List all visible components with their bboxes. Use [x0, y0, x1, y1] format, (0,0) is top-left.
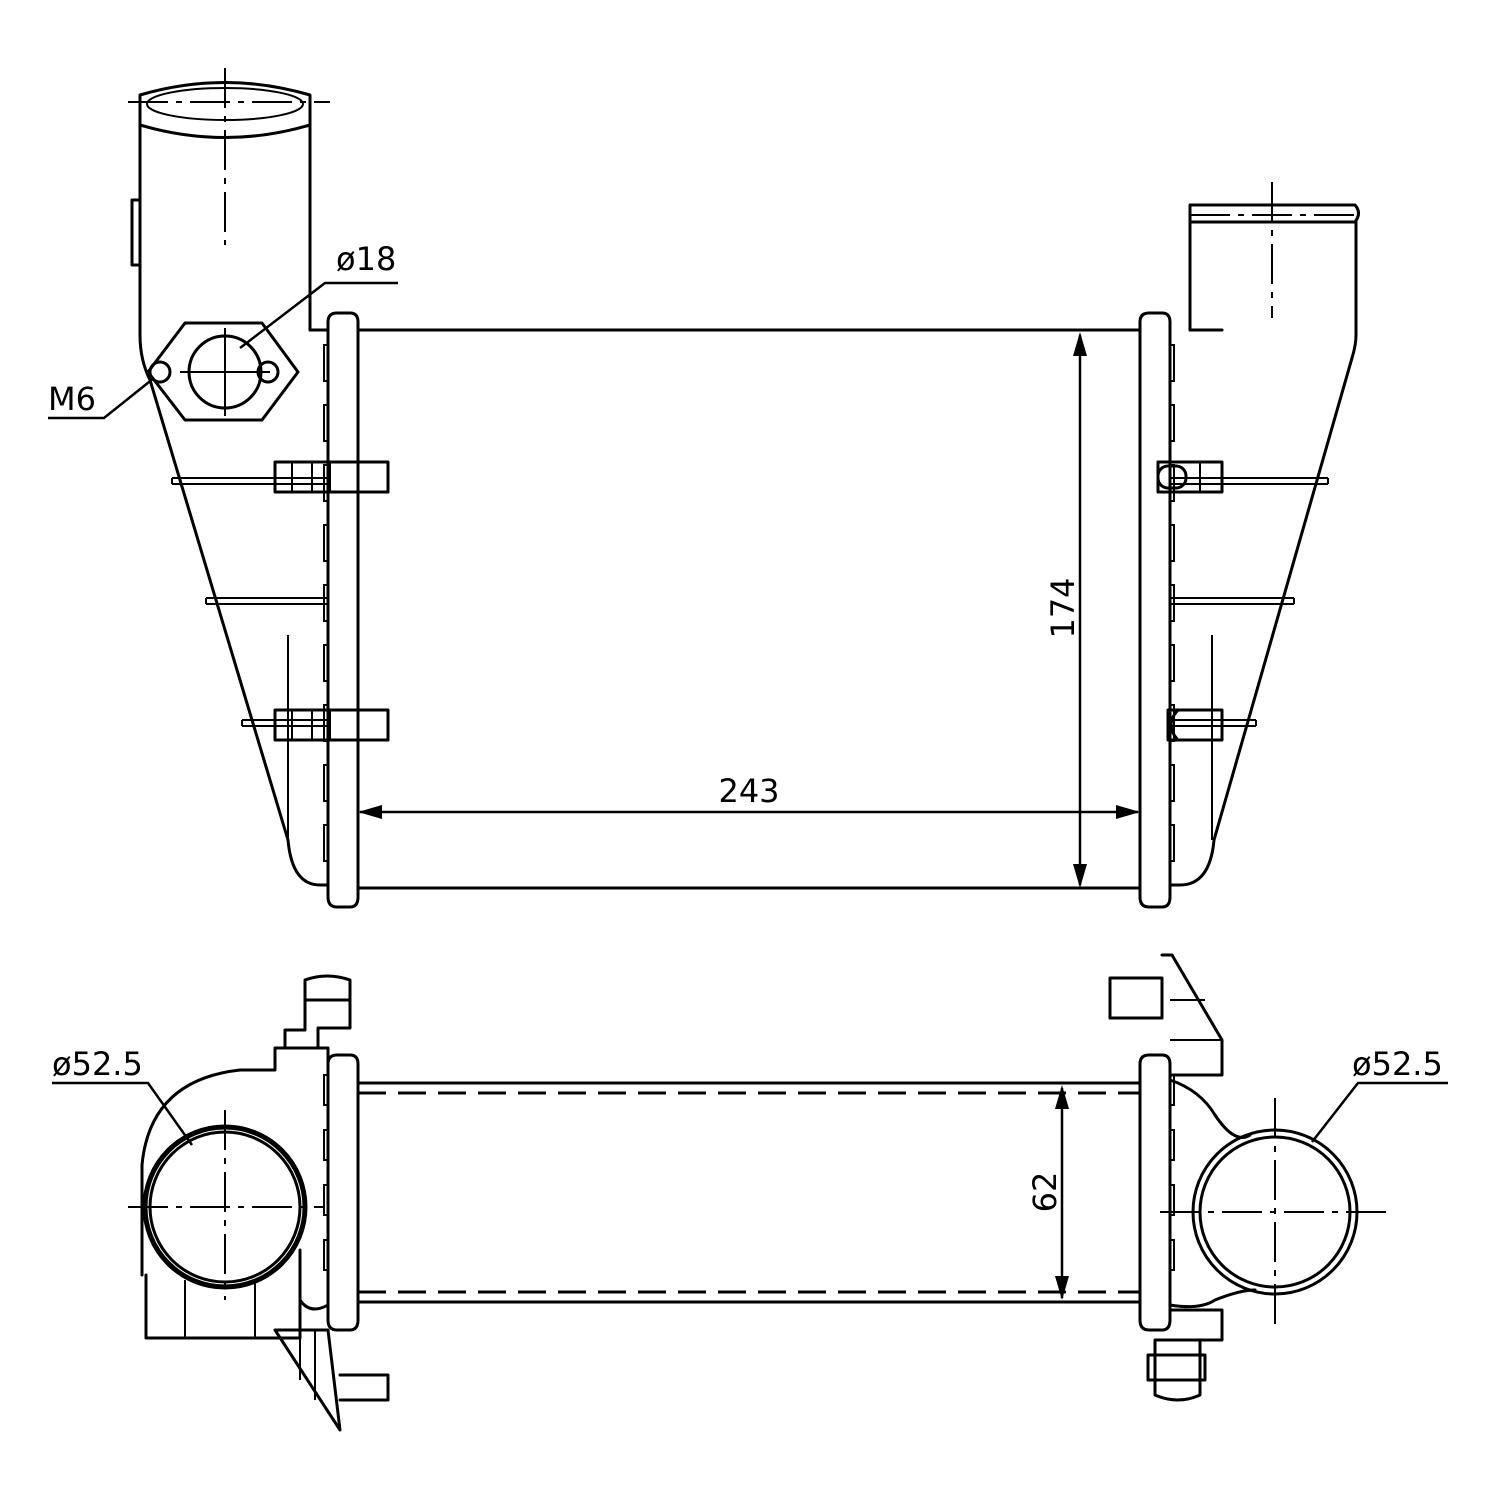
- width-label: 243: [718, 772, 779, 810]
- pipe-left-label: ø52.5: [52, 1045, 143, 1083]
- bottom-view: 62 ø52.5 ø52.5: [52, 953, 1448, 1432]
- front-view: 174 243 ø18 M6: [48, 68, 1360, 909]
- left-pipe-assembly: [140, 974, 390, 1432]
- leader-pipe-right: ø52.5: [1311, 1045, 1448, 1143]
- centerlines-bottom: [128, 1098, 1390, 1330]
- leader-bore: ø18: [239, 240, 398, 349]
- left-tank-plate: [323, 311, 360, 909]
- leader-thread: M6: [48, 377, 155, 420]
- right-tank-plate: [1138, 311, 1175, 909]
- right-pipe-assembly: [1108, 953, 1359, 1402]
- bore-label: ø18: [336, 240, 396, 278]
- height-label: 174: [1044, 577, 1082, 638]
- flange: [146, 321, 300, 422]
- dimension-width: 243: [358, 772, 1140, 819]
- dimension-depth: 62: [1026, 1085, 1069, 1300]
- dimension-height: 174: [1044, 332, 1087, 888]
- right-tank: [1156, 203, 1360, 887]
- thread-label: M6: [48, 380, 96, 418]
- core-front: [356, 328, 1142, 890]
- leader-pipe-left: ø52.5: [52, 1045, 194, 1146]
- pipe-right-label: ø52.5: [1352, 1045, 1443, 1083]
- depth-label: 62: [1026, 1172, 1064, 1213]
- centerlines-front: [128, 68, 1360, 760]
- left-tank: [130, 81, 390, 887]
- core-bottom: [356, 1081, 1142, 1304]
